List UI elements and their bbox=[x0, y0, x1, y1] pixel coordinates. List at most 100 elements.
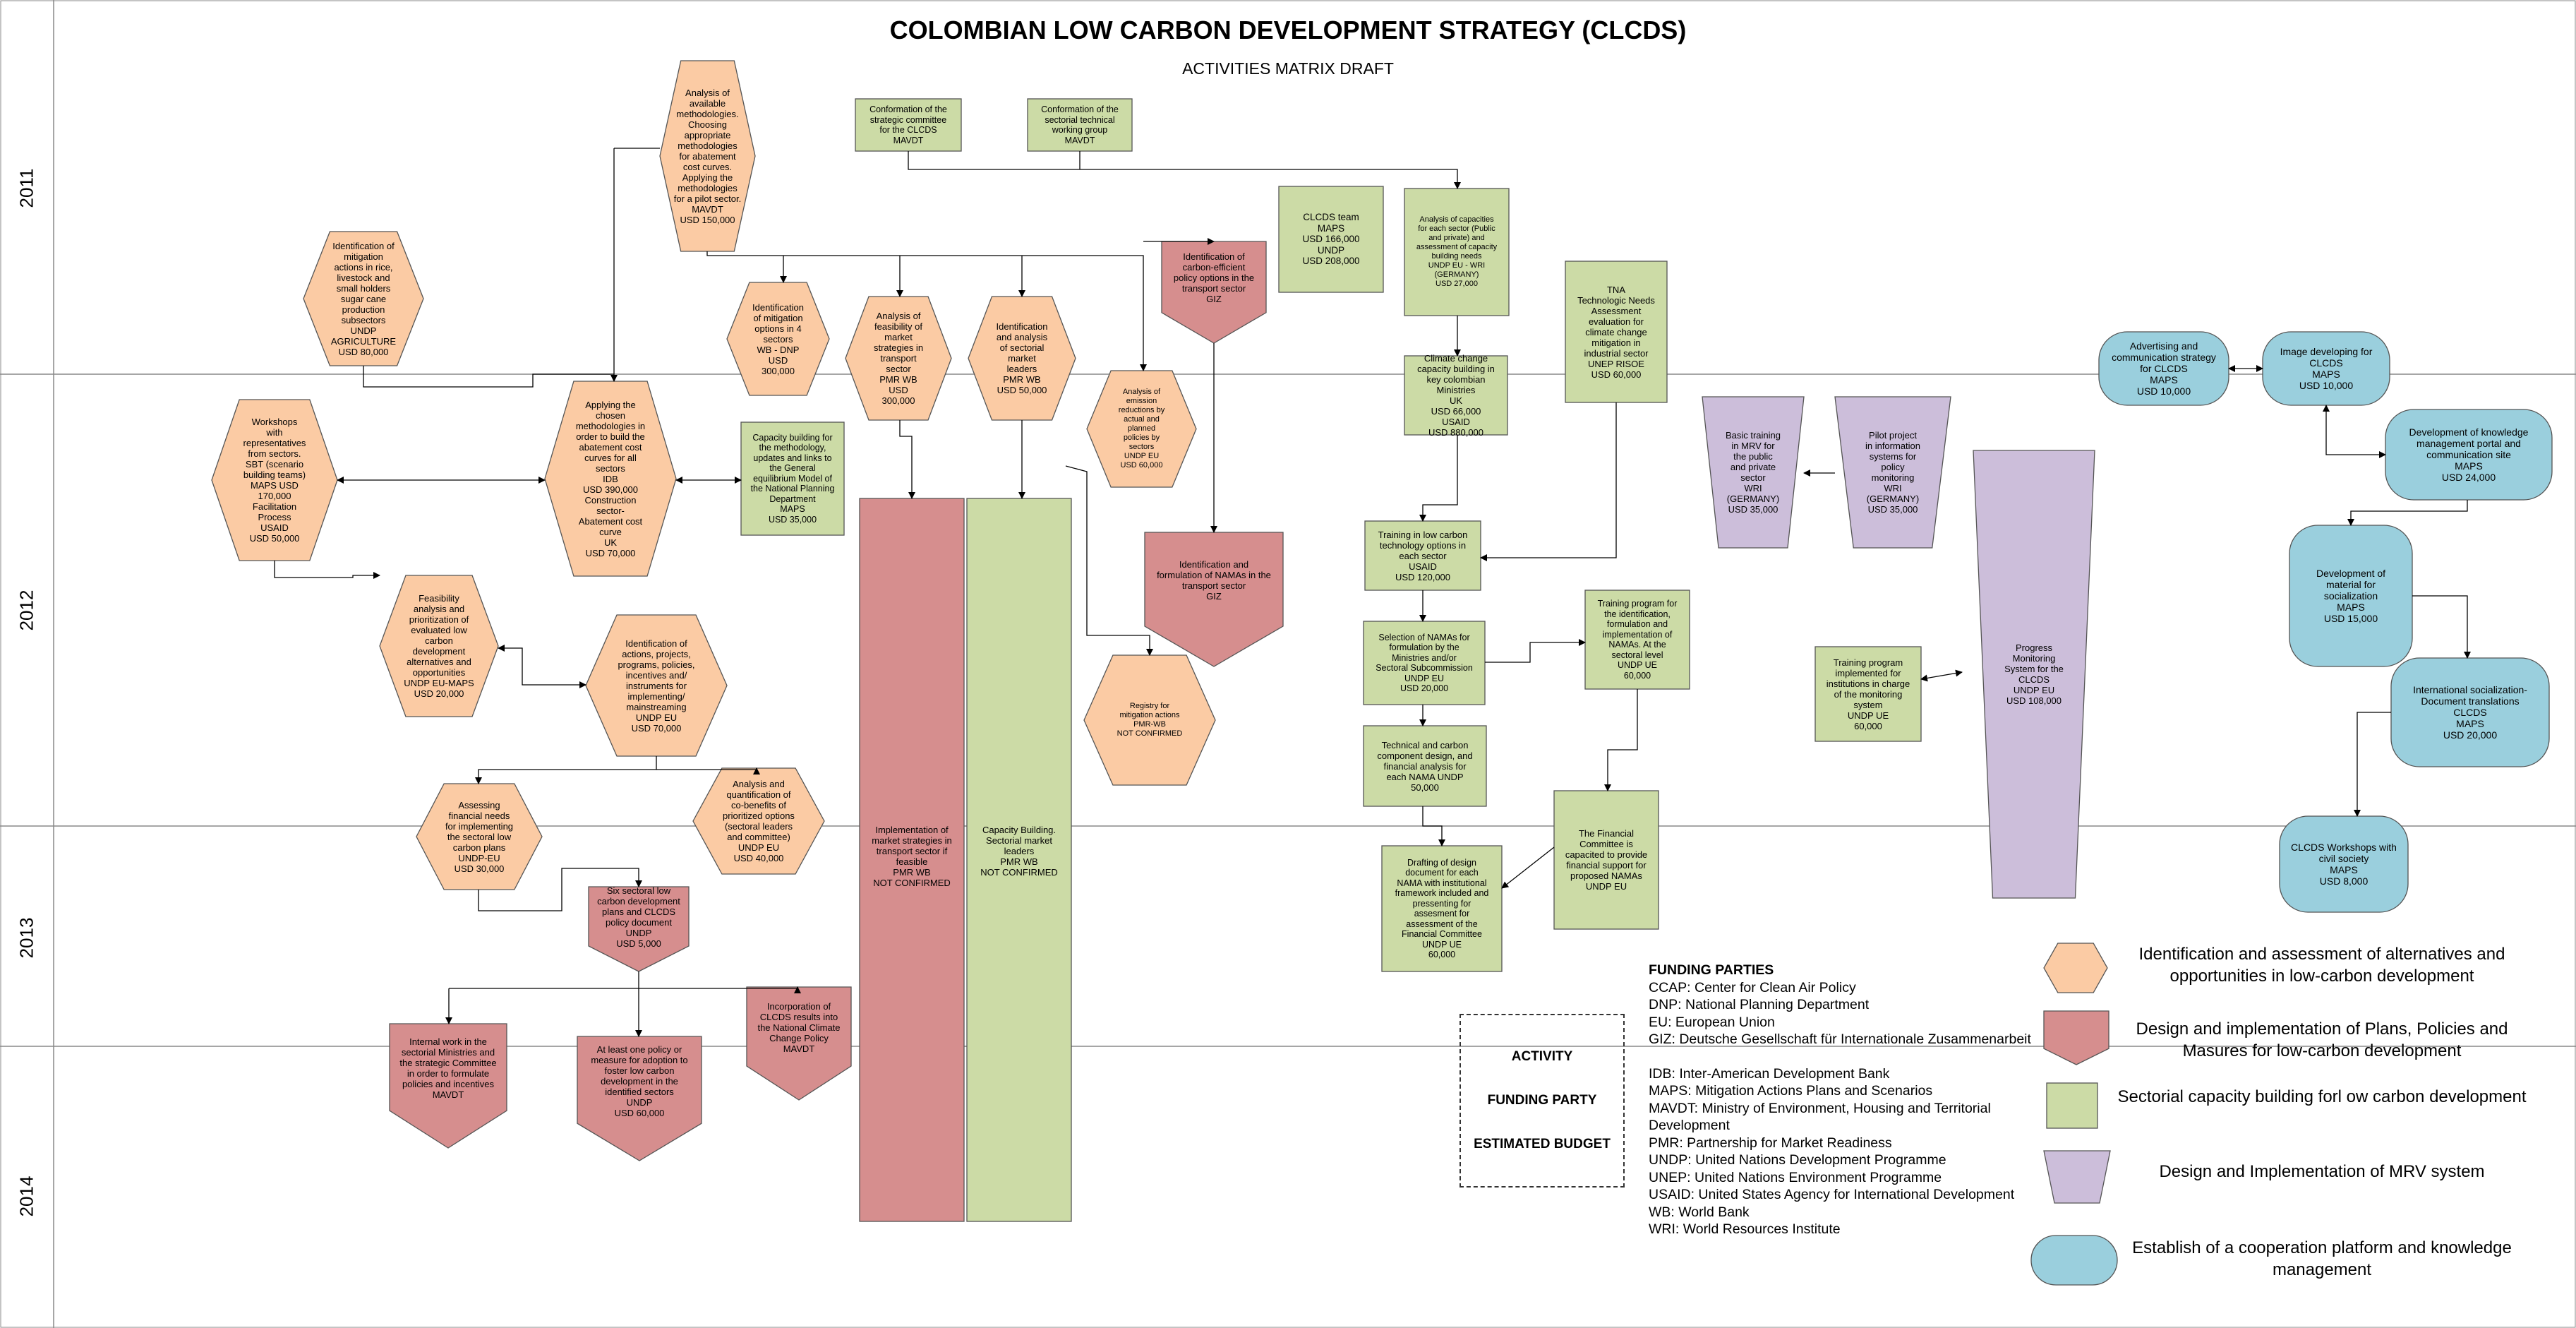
node-label: Climate change capacity building in key … bbox=[1417, 353, 1495, 438]
node-climate-change-capacity: Climate change capacity building in key … bbox=[1404, 353, 1507, 438]
connector-line bbox=[1501, 847, 1555, 889]
shape-financial_committee bbox=[1553, 790, 1659, 930]
shape-implementation_market_transport bbox=[859, 498, 965, 1222]
node-identification-carbon-efficient: Identification of carbon-efficient polic… bbox=[1162, 241, 1266, 315]
node-label: Training program for the identification,… bbox=[1597, 599, 1678, 681]
node-basic-training-mrv: Basic training in MRV for the public and… bbox=[1702, 397, 1804, 548]
shape-analysis_emission_reductions bbox=[1086, 370, 1197, 488]
funding-item: IDB: Inter-American Development Bank bbox=[1649, 1065, 1890, 1082]
legend-shape-trap bbox=[2043, 1150, 2111, 1204]
connector-line bbox=[2412, 595, 2471, 659]
year-label-2014: 2014 bbox=[8, 1175, 45, 1217]
node-label: International socialization- Document tr… bbox=[2413, 684, 2527, 741]
node-label: Analysis of emission reductions by actua… bbox=[1118, 388, 1165, 469]
connector-line bbox=[899, 420, 915, 499]
node-capacity-building-methodology: Capacity building for the methodology, u… bbox=[741, 422, 844, 535]
node-label: CLCDS team MAPS USD 166,000 UNDP USD 208… bbox=[1302, 212, 1360, 267]
node-analysis-feasibility-transport: Analysis of feasibility of market strate… bbox=[845, 297, 951, 420]
connector-line bbox=[1604, 689, 1638, 791]
year-label-2012: 2012 bbox=[8, 589, 45, 631]
funding-item: MAVDT: Ministry of Environment, Housing … bbox=[1649, 1100, 1991, 1134]
shape-assessing_financial_needs bbox=[416, 783, 543, 890]
connector-line bbox=[2347, 500, 2468, 526]
node-label: Identification of actions, projects, pro… bbox=[618, 638, 695, 734]
node-label: Progress Monitoring System for the CLCDS… bbox=[2004, 642, 2064, 706]
node-label: Selection of NAMAs for formulation by th… bbox=[1376, 632, 1473, 694]
node-identification-actions: Identification of actions, projects, pro… bbox=[586, 615, 727, 756]
shape-workshops bbox=[211, 399, 338, 561]
year-label-2013: 2013 bbox=[8, 916, 45, 959]
node-label: Internal work in the sectorial Ministrie… bbox=[399, 1036, 497, 1101]
shape-analysis_methodologies bbox=[659, 60, 756, 252]
shape-progress_monitoring bbox=[1973, 450, 2095, 899]
connector-line bbox=[1920, 669, 1963, 682]
funding-item: GIZ: Deutsche Gesellschaft für Internati… bbox=[1649, 1031, 2031, 1047]
funding-item: DNP: National Planning Department bbox=[1649, 997, 1870, 1012]
node-label: CLCDS Workshops with civil society MAPS … bbox=[2291, 842, 2397, 887]
node-identification-mitigation-rice: Identification of mitigation actions in … bbox=[303, 232, 423, 366]
node-label: Identification and analysis of sectorial… bbox=[996, 321, 1048, 395]
shape-capacity_building_sectorial bbox=[966, 498, 1072, 1222]
node-clcds-team: CLCDS team MAPS USD 166,000 UNDP USD 208… bbox=[1279, 186, 1383, 292]
node-label: Applying the chosen methodologies in ord… bbox=[575, 399, 646, 558]
node-identification-4-sectors: Identification of mitigation options in … bbox=[727, 282, 829, 395]
node-label: Training in low carbon technology option… bbox=[1378, 529, 1468, 582]
shape-basic_training_mrv bbox=[1702, 396, 1805, 549]
node-clcds-workshops: CLCDS Workshops with civil society MAPS … bbox=[2280, 816, 2408, 912]
shape-identification_4_sectors bbox=[726, 282, 830, 396]
node-tna: TNA Technologic Needs Assessment evaluat… bbox=[1565, 261, 1667, 402]
node-label: Development of knowledge management port… bbox=[2409, 426, 2529, 483]
node-label: Capacity Building. Sectorial market lead… bbox=[980, 825, 1058, 878]
node-label: Pilot project in information systems for… bbox=[1865, 430, 1921, 515]
legend-label-terminator: Establish of a cooperation platform and … bbox=[2132, 1238, 2512, 1279]
node-analysis-quantification: Analysis and quantification of co-benefi… bbox=[693, 768, 824, 874]
shape-conformation_group bbox=[1027, 98, 1133, 152]
shape-six_sectoral_plans bbox=[588, 886, 690, 972]
shape-feasibility_analysis bbox=[379, 575, 499, 717]
node-six-sectoral-plans: Six sectoral low carbon development plan… bbox=[589, 885, 689, 950]
activity-key-budget: ESTIMATED BUDGET bbox=[1474, 1137, 1611, 1151]
node-implementation-market-transport: Implementation of market strategies in t… bbox=[860, 498, 964, 1221]
connector-line bbox=[1422, 806, 1445, 847]
funding-item: PMR: Partnership for Market Readiness bbox=[1649, 1135, 1892, 1151]
node-analysis-capacities: Analysis of capacities for each sector (… bbox=[1404, 189, 1509, 316]
node-label: Development of material for socializatio… bbox=[2316, 568, 2386, 624]
funding-item: EU: European Union bbox=[1649, 1014, 1775, 1030]
node-workshops: Workshops with representatives from sect… bbox=[212, 400, 337, 561]
year-label-2011: 2011 bbox=[8, 167, 45, 209]
node-label: Drafting of design document for each NAM… bbox=[1395, 857, 1489, 960]
node-label: Analysis of capacities for each sector (… bbox=[1416, 215, 1498, 288]
legend-label-hexagon: Identification and assessment of alterna… bbox=[2138, 945, 2505, 986]
node-drafting-design-document: Drafting of design document for each NAM… bbox=[1382, 846, 1502, 971]
node-label: Capacity building for the methodology, u… bbox=[750, 432, 835, 525]
connector-line bbox=[656, 767, 760, 774]
legend-label-pentagon: Design and implementation of Plans, Poli… bbox=[2136, 1019, 2508, 1060]
node-knowledge-portal: Development of knowledge management port… bbox=[2385, 409, 2552, 500]
node-label: Assessing financial needs for implementi… bbox=[445, 799, 514, 874]
year-2011-text: 2011 bbox=[16, 168, 37, 208]
node-selection-namas: Selection of NAMAs for formulation by th… bbox=[1364, 621, 1485, 705]
node-label: Identification of carbon-efficient polic… bbox=[1173, 251, 1255, 305]
node-material-socialization: Development of material for socializatio… bbox=[2289, 525, 2412, 666]
node-image-developing: Image developing for CLCDS MAPS USD 10,0… bbox=[2263, 332, 2390, 405]
node-at-least-one-policy: At least one policy or measure for adopt… bbox=[577, 1036, 702, 1126]
funding-spacer bbox=[1649, 1048, 2058, 1065]
node-label: TNA Technologic Needs Assessment evaluat… bbox=[1577, 284, 1655, 380]
node-progress-monitoring: Progress Monitoring System for the CLCDS… bbox=[1973, 450, 2095, 898]
connector-line bbox=[908, 151, 1461, 189]
shape-clcds_team bbox=[1278, 186, 1384, 293]
connector-line bbox=[1485, 639, 1586, 663]
connector-line bbox=[2354, 712, 2391, 817]
node-registry-mitigation: Registry for mitigation actions PMR-WB N… bbox=[1084, 655, 1215, 785]
page-subtitle: ACTIVITIES MATRIX DRAFT bbox=[1182, 59, 1394, 78]
year-2014-text: 2014 bbox=[16, 1176, 37, 1216]
funding-item: WB: World Bank bbox=[1649, 1204, 1750, 1220]
node-advertising: Advertising and communication strategy f… bbox=[2099, 332, 2229, 405]
node-label: Six sectoral low carbon development plan… bbox=[597, 885, 680, 950]
shape-incorporation_clcds bbox=[746, 986, 852, 1101]
funding-item: UNEP: United Nations Environment Program… bbox=[1649, 1169, 1942, 1185]
funding-item: UNDP: United Nations Development Program… bbox=[1649, 1152, 1946, 1168]
shape-identification_sectorial_market bbox=[968, 296, 1076, 421]
